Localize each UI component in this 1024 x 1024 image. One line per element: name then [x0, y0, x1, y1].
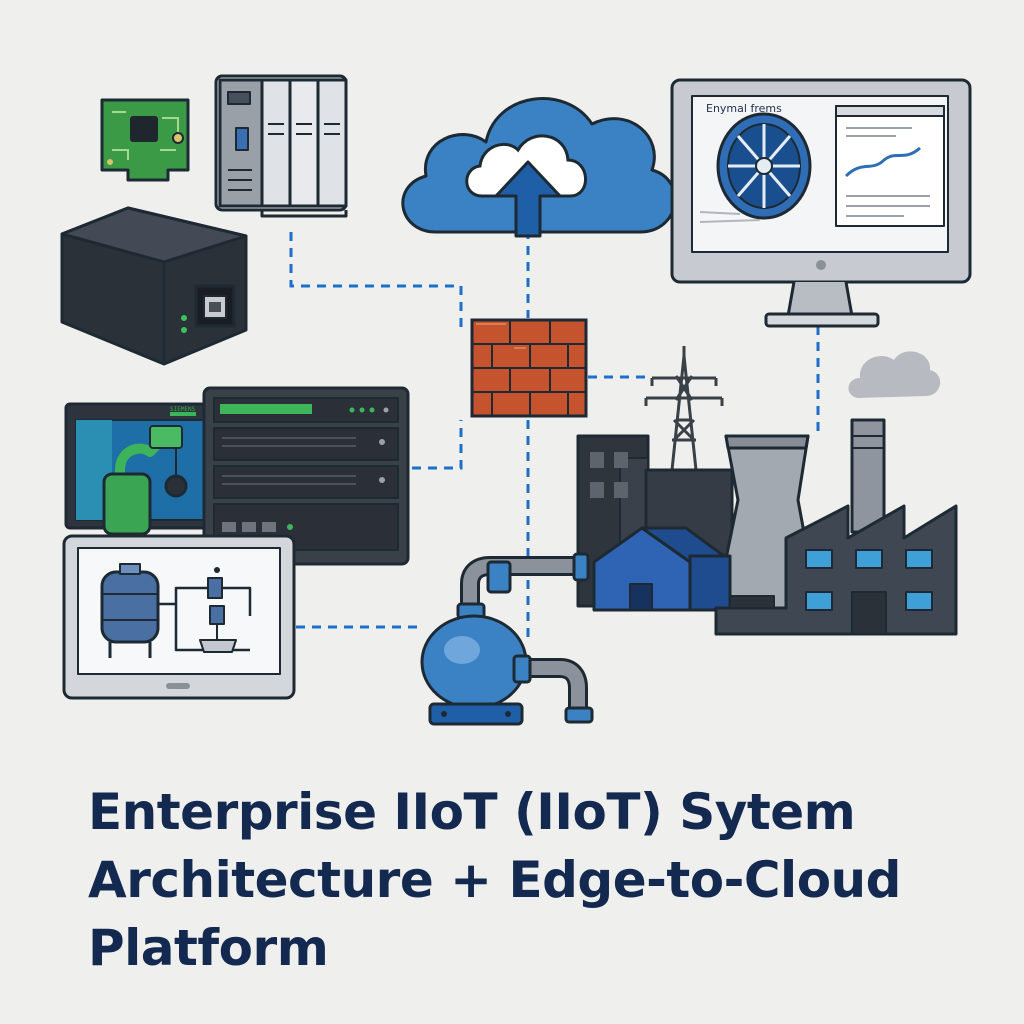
- monitoring-monitor-icon: [670, 78, 972, 328]
- factory-icon: [576, 351, 958, 636]
- pump-icon: [420, 552, 594, 726]
- circuit-board-icon: [100, 98, 190, 182]
- hmi-panel-icon: [64, 402, 218, 536]
- page-title: Enterprise IIoT (IIoT) Sytem Architectur…: [88, 778, 988, 982]
- firewall-icon: [470, 318, 588, 418]
- trend-panel: [835, 105, 945, 227]
- title-line-3: Platform: [88, 919, 329, 977]
- monitor-caption: Enymal frems: [706, 102, 782, 115]
- network-links: [289, 230, 820, 640]
- fan-icon: [699, 112, 812, 223]
- hmi-brand-label: SIEMENS: [170, 406, 196, 413]
- plc-rack-icon: [214, 74, 348, 218]
- scada-tablet-icon: [62, 534, 296, 700]
- link-server-to-firewall: [412, 420, 463, 470]
- cloud-upload-icon: [401, 97, 677, 238]
- title-line-2: Architecture + Edge-to-Cloud: [88, 851, 901, 909]
- link-plc-to-firewall: [289, 232, 463, 330]
- edge-gateway-icon: [60, 206, 248, 366]
- title-line-1: Enterprise IIoT (IIoT) Sytem: [88, 783, 856, 841]
- power-tower-icon: [644, 346, 724, 471]
